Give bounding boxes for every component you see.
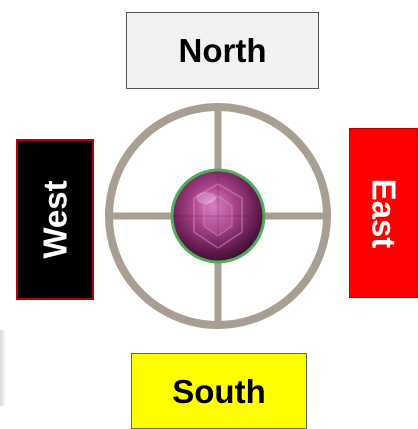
north-label-box: North: [126, 12, 319, 89]
west-label-box: West: [16, 139, 94, 300]
north-label: North: [179, 34, 267, 67]
east-label: East: [367, 178, 400, 248]
east-label-box: East: [349, 128, 418, 298]
south-label: South: [172, 375, 265, 408]
south-label-box: South: [131, 353, 307, 429]
gem-icon: [172, 170, 264, 262]
west-label: West: [39, 180, 72, 258]
